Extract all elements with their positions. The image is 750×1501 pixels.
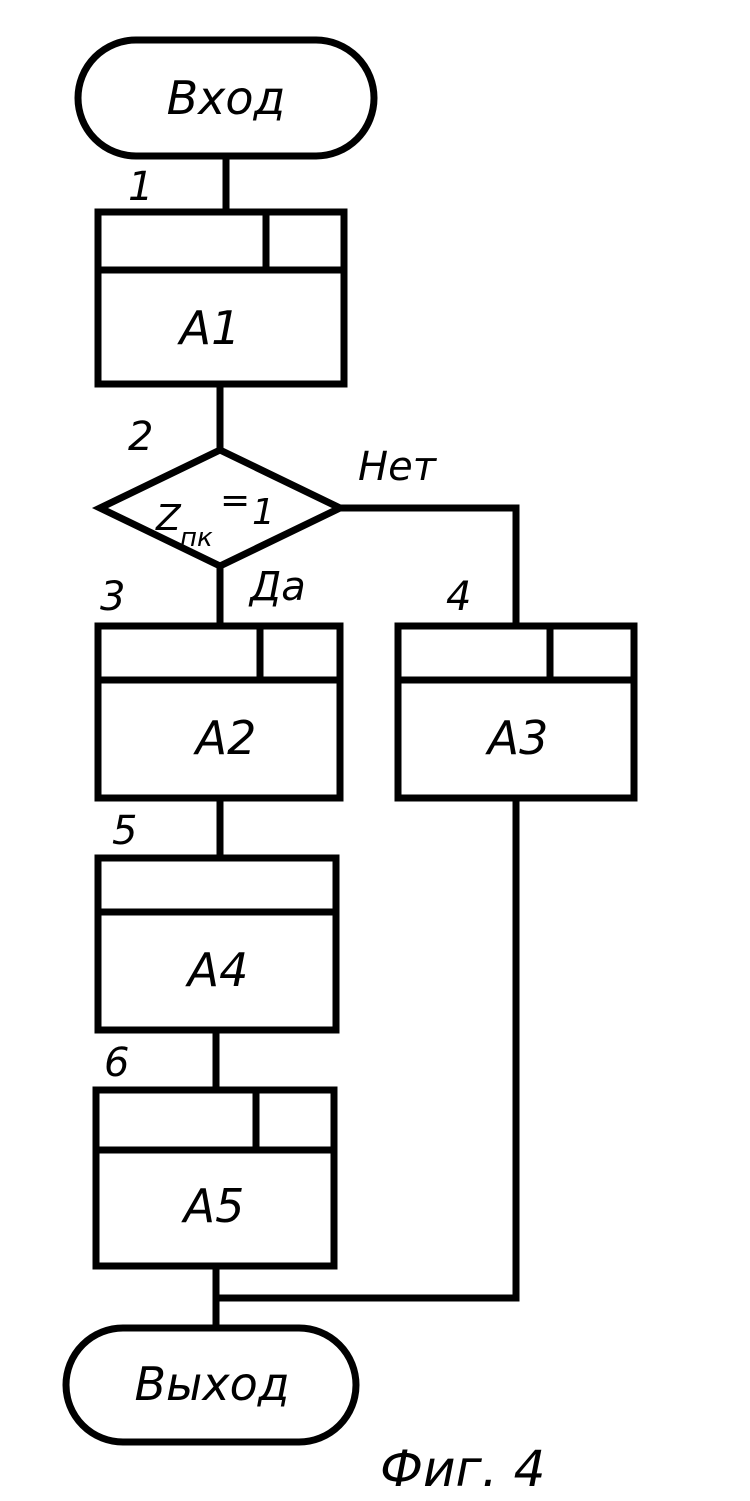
block-5-label: A4 <box>185 943 249 997</box>
block-1-number: 1 <box>128 164 153 210</box>
block-6-number: 6 <box>104 1040 129 1086</box>
connector-block4-merge <box>216 798 516 1298</box>
block-6 <box>96 1090 334 1266</box>
decision-number: 2 <box>128 414 153 460</box>
block-1-label: A1 <box>177 301 241 355</box>
start-label: Вход <box>167 71 286 125</box>
condition-subscript: пк <box>180 523 213 553</box>
block-1 <box>98 212 344 384</box>
block-5-number: 5 <box>112 808 137 854</box>
figure-caption: Фиг. 4 <box>380 1440 545 1496</box>
no-label: Нет <box>358 444 438 490</box>
block-3-label: A2 <box>193 711 257 765</box>
block-4-label: A3 <box>485 711 549 765</box>
yes-label: Да <box>248 564 306 610</box>
condition-value: 1 <box>252 492 275 533</box>
block-3-number: 3 <box>100 574 125 620</box>
end-label: Выход <box>134 1357 289 1411</box>
connector-decision-no <box>340 508 516 626</box>
condition-operator: = <box>220 480 250 521</box>
condition-variable: Z <box>155 498 182 539</box>
block-6-label: A5 <box>181 1179 245 1233</box>
block-4-number: 4 <box>446 574 471 620</box>
